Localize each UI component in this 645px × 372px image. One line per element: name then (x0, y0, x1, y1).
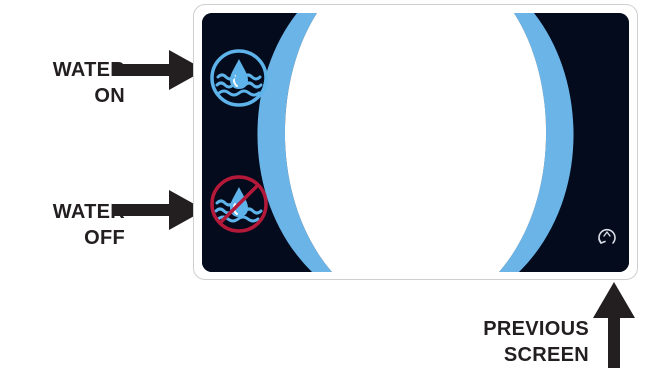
water-off-callout-line2: OFF (84, 227, 125, 249)
previous-screen-callout-line2: SCREEN (503, 344, 589, 366)
water-on-callout-line2: ON (94, 85, 125, 107)
water-on-callout-line1: WATER (52, 59, 125, 81)
water-on-pointer-arrow (113, 50, 205, 90)
water-off-button[interactable] (208, 173, 270, 235)
previous-screen-callout-label: PREVIOUS SCREEN (429, 316, 589, 368)
return-arrow-icon (598, 228, 616, 244)
water-off-callout-line1: WATER (52, 201, 125, 223)
previous-screen-button[interactable] (594, 223, 620, 249)
screen-background-graphic (202, 13, 629, 272)
water-on-button[interactable] (208, 47, 270, 109)
water-drop-waves-icon (210, 49, 268, 107)
water-off-callout-label: WATER OFF (5, 199, 125, 251)
water-drop-waves-prohibited-icon (210, 175, 268, 233)
water-on-callout-label: WATER ON (5, 57, 125, 109)
previous-screen-callout-line1: PREVIOUS (483, 318, 589, 340)
device-screen (202, 13, 629, 272)
water-off-pointer-arrow (113, 190, 205, 230)
previous-screen-pointer-arrow (593, 282, 635, 368)
